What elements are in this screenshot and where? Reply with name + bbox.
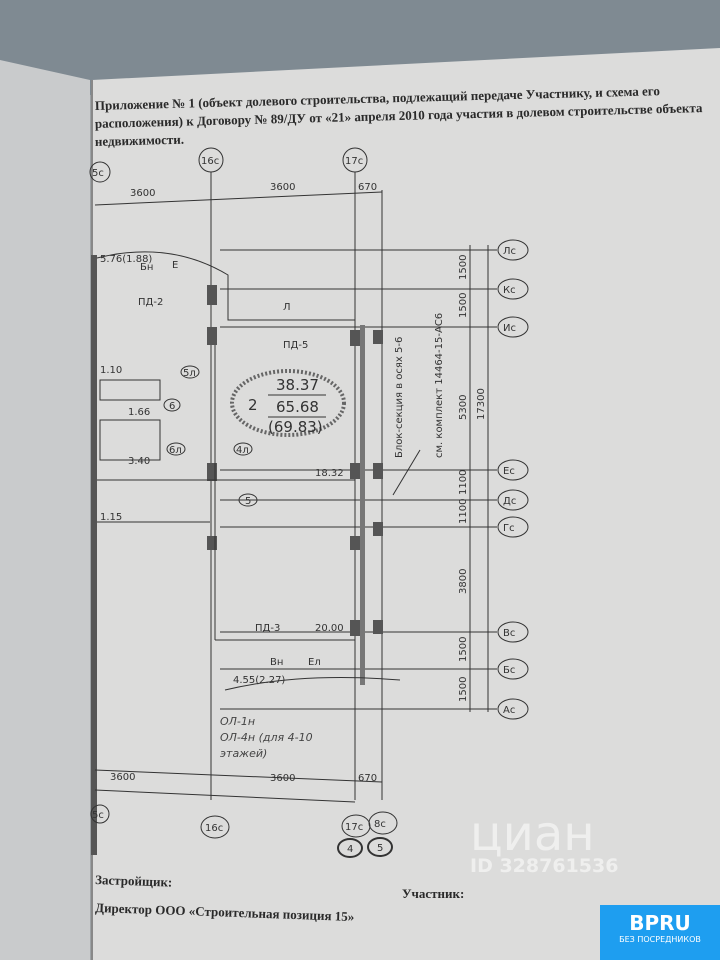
label-plan-top-axes-2: 17с [345,156,363,167]
label-plan-labels-door-6l: 6л [169,445,182,456]
label-plan-labels-door-4l: 4л [236,445,249,456]
label-plan-labels-balcony-bottom-area: 4.55(2.27) [233,675,285,686]
label-plan-bottom-dims-1: 3600 [270,773,295,784]
label-plan-labels-door-6: 6 [169,401,175,412]
label-plan-note-line2: см. комплект 14464-15-АС6 [434,313,445,458]
label-plan-bottom-axes-3: 8с [374,819,386,830]
label-watermark-brand: циан [470,806,595,862]
label-plan-top-axes-0: 5с [92,168,104,179]
label-plan-labels-area-340: 3.40 [128,456,150,467]
label-document-title-lines-2: недвижимости. [95,132,185,149]
room-labels: 5.76(1.88) Бн Е ПД-2 Л ПД-5 1.10 1.66 3.… [100,254,344,686]
label-plan-labels-area-1832: 18.32 [315,468,344,479]
label-plan-apartment-living-area: 38.37 [276,376,319,394]
label-plan-labels-area-110: 1.10 [100,365,122,376]
label-plan-labels-bn-top: Бн [140,262,153,273]
label-plan-right-axes-5: Гс [503,523,515,534]
label-plan-right-dims-0: 1500 [458,255,469,280]
label-plan-bottom-dims-2: 670 [358,773,377,784]
label-plan-right-axes-3: Ес [503,466,515,477]
label-watermark-id: ID 328761536 [470,855,618,877]
apartment-area-label: 2 38.37 65.68 (69.83) [230,369,346,437]
label-document-signatures-participant: Участник: [402,886,464,901]
label-plan-bottom-axes-0: 5с [92,810,104,821]
label-plan-top-axes-1: 16с [201,156,219,167]
document-page [92,48,720,960]
label-plan-handwritten-2: этажей) [220,747,267,760]
label-plan-right-dims-1: 1500 [458,293,469,318]
label-plan-top-dims-1: 3600 [270,182,295,193]
underlying-page [0,60,90,960]
bottom-axes: 3600 3600 670 5с 16с 17с 8с 4 5 [90,769,398,858]
label-plan-handwritten-0: ОЛ-1н [220,715,255,728]
label-plan-labels-vn: Вн [270,657,283,668]
cian-watermark: циан ID 328761536 [470,806,618,877]
label-plan-labels-area-166: 1.66 [128,407,150,418]
label-plan-right-axes-8: Ас [503,705,515,716]
label-plan-top-dims-2: 670 [358,182,377,193]
label-plan-right-axes-1: Кс [503,285,516,296]
label-plan-labels-area-2000: 20.00 [315,623,344,634]
label-plan-note-line1: Блок-секция в осях 5-6 [394,337,405,458]
label-plan-labels-door-5l: 5л [183,368,196,379]
label-plan-labels-el: Ел [308,657,321,668]
label-plan-apartment-number: 2 [248,396,258,414]
top-axes: 5с 16с 17с 3600 3600 670 [89,147,383,800]
label-plan-top-dims-0: 3600 [130,188,155,199]
block-section-note: Блок-секция в осях 5-6 см. комплект 1446… [392,313,445,496]
label-plan-right-dims-5: 3800 [458,569,469,594]
badge-brand: BPRU [629,911,691,935]
badge-tagline: БЕЗ ПОСРЕДНИКОВ [619,935,701,944]
label-plan-labels-l: Л [283,302,291,313]
label-plan-right-axes-4: Дс [503,496,516,507]
label-plan-labels-pd3: ПД-3 [255,623,280,634]
handwritten-notes: ОЛ-1н ОЛ-4н (для 4-10 этажей) [220,715,313,760]
label-plan-right-axes-6: Вс [503,628,515,639]
label-plan-apartment-total-with-balcony: (69.83) [268,418,323,436]
label-plan-labels-area-115: 1.15 [100,512,122,523]
label-plan-right-axes-7: Бс [503,665,515,676]
label-plan-right-axes-0: Лс [503,246,516,257]
label-plan-bottom-dims-0: 3600 [110,772,135,783]
label-plan-right-dims-7: 1500 [458,677,469,702]
label-plan-right-dims-4: 1100 [458,499,469,524]
label-plan-apartment-total-area: 65.68 [276,398,319,416]
label-plan-overall-dim: 17300 [476,388,487,420]
floor-plan [91,251,401,855]
label-plan-labels-e-top: Е [172,260,178,271]
label-document-signatures-developer: Застройщик: [95,872,173,890]
label-plan-right-dims-6: 1500 [458,637,469,662]
label-plan-bottom-axes-2: 17с [345,822,363,833]
label-plan-right-dims-3: 1100 [458,470,469,495]
label-plan-handwritten-1: ОЛ-4н (для 4-10 [220,731,313,744]
label-plan-labels-pd2: ПД-2 [138,297,163,308]
label-plan-bottom-axes-5: 5 [377,843,383,854]
label-plan-bottom-axes-1: 16с [205,823,223,834]
label-plan-labels-pd5: ПД-5 [283,340,308,351]
label-plan-labels-balcony-top-area: 5.76(1.88) [100,254,152,265]
bpru-badge: BPRU БЕЗ ПОСРЕДНИКОВ [600,905,720,960]
label-plan-right-axes-2: Ис [503,323,516,334]
label-plan-bottom-axes-4: 4 [347,844,353,855]
label-plan-labels-door-5: 5 [245,496,251,507]
label-plan-right-dims-2: 5300 [458,395,469,420]
